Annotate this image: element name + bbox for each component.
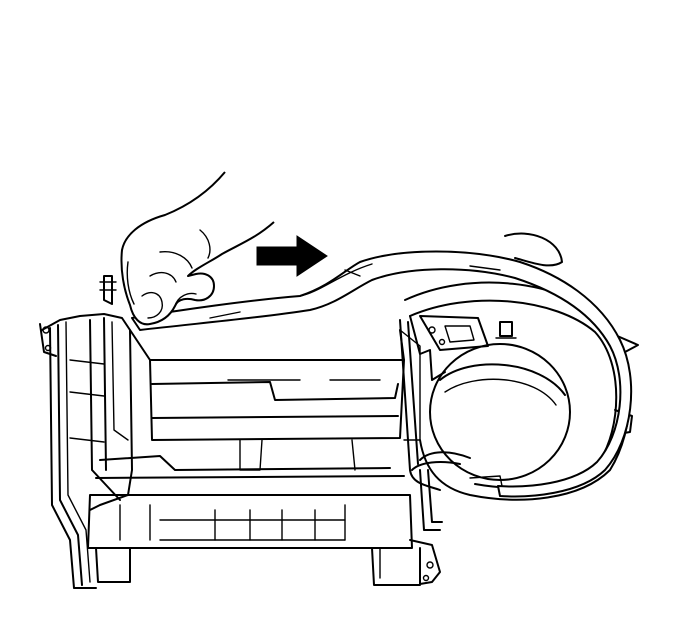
seal-strip <box>131 232 633 498</box>
evaporator-tube <box>399 319 471 531</box>
hand-icon <box>120 171 275 326</box>
hvac-module-housing <box>39 275 441 589</box>
arrow-right-icon <box>256 235 328 277</box>
